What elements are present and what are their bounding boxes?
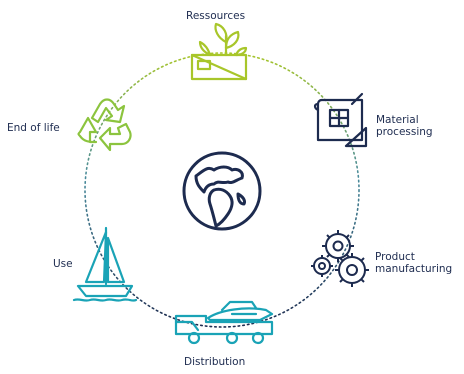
stage-label-material-processing: Material processing [376, 114, 433, 138]
sailboat-icon [72, 226, 138, 302]
stage-label-use: Use [53, 258, 73, 270]
blueprint-icon [313, 92, 368, 148]
globe-icon [182, 151, 262, 231]
stage-label-distribution: Distribution [184, 356, 246, 368]
gears-icon [311, 230, 369, 287]
resources-icon [190, 22, 248, 81]
stage-label-end-of-life: End of life [7, 122, 60, 134]
cycle-ring [84, 52, 360, 328]
stage-label-ressources: Ressources [186, 10, 246, 22]
stage-label-product-manufacturing: Product manufacturing [375, 251, 453, 275]
recycle-icon [77, 98, 132, 152]
truck-icon [174, 300, 274, 345]
